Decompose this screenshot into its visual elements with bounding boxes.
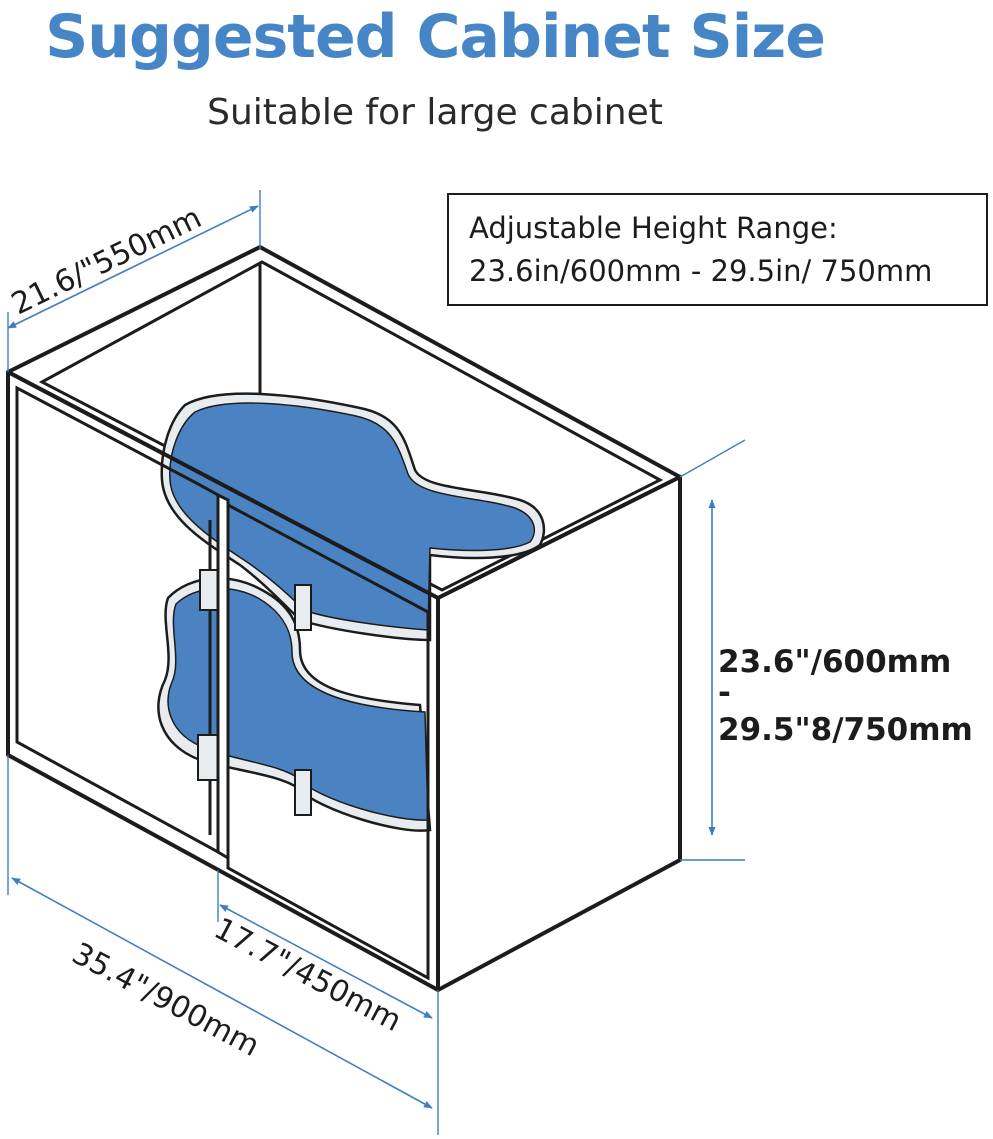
height-range-box: Adjustable Height Range: 23.6in/600mm - … — [447, 193, 988, 306]
height-range-heading: Adjustable Height Range: — [469, 211, 838, 245]
label-height-min: 23.6"/600mm — [718, 644, 951, 680]
height-range-values: 23.6in/600mm - 29.5in/ 750mm — [469, 254, 933, 288]
lower-shelf-top — [167, 587, 429, 821]
label-height-separator: - — [718, 675, 731, 711]
shelf-bracket-front — [294, 584, 312, 631]
shelf-bracket-front-lower — [294, 769, 312, 816]
dimension-line-width — [11, 877, 433, 1109]
dimension-line-depth — [7, 205, 259, 329]
extension-line-height-top — [679, 439, 746, 478]
label-height-max: 29.5"8/750mm — [718, 712, 973, 748]
page-title: Suggested Cabinet Size — [45, 2, 826, 72]
page-subtitle: Suitable for large cabinet — [207, 92, 663, 133]
